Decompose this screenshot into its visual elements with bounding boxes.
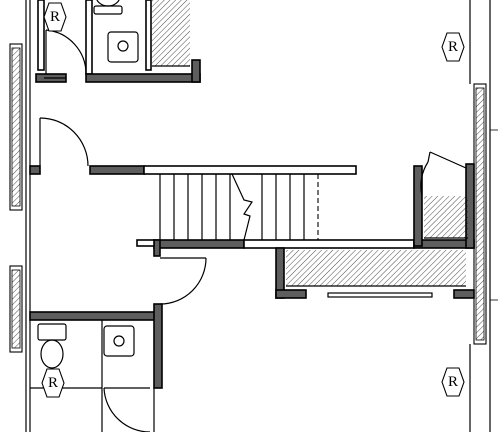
- closet-top-shelving: [152, 0, 190, 67]
- room-tag-label: R: [448, 374, 458, 390]
- exterior-wall-left: [25, 0, 31, 432]
- window-left-upper: [9, 43, 23, 211]
- closet-right: [413, 151, 475, 249]
- closet-long: [275, 247, 475, 299]
- room-tag: R: [43, 2, 67, 32]
- stair-break-line: [231, 173, 253, 241]
- door-hall-left: [29, 117, 89, 175]
- sink-top: [107, 31, 139, 63]
- room-tag: R: [441, 367, 465, 397]
- door-hall-right: [159, 257, 207, 305]
- door-bathroom-top: [45, 29, 87, 75]
- window-right: [469, 0, 498, 432]
- window-left-lower: [9, 265, 23, 353]
- toilet-top: [93, 0, 123, 15]
- sink-bottom: [103, 325, 135, 357]
- door-bathroom-bottom: [103, 387, 150, 432]
- room-tag: R: [441, 32, 465, 62]
- room-tag: R: [41, 368, 65, 398]
- toilet-bottom: [37, 323, 67, 369]
- bathroom-bottom: [29, 303, 163, 432]
- stair-treads: [159, 174, 319, 240]
- room-tag-label: R: [48, 375, 58, 391]
- room-tag-label: R: [50, 9, 60, 25]
- bathroom-top: [35, 0, 201, 83]
- room-tag-label: R: [448, 39, 458, 55]
